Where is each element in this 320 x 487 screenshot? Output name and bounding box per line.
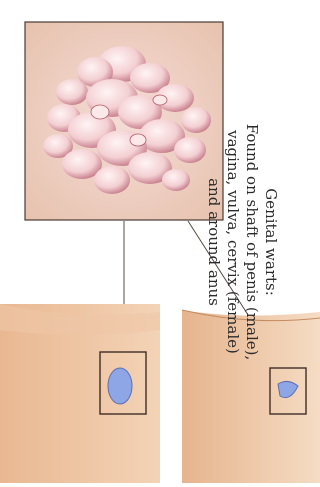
magnified-wart-panel (25, 22, 223, 220)
caption-heading: Genital warts: (261, 188, 280, 296)
caption-line-3: and around anus (204, 178, 223, 306)
anatomy-left (0, 304, 160, 483)
caption: Genital warts: Found on shaft of penis (… (206, 22, 278, 462)
caption-line-2: vagina, vulva, cervix (female) (223, 130, 242, 354)
caption-line-1: Found on shaft of penis (male), (242, 124, 261, 360)
